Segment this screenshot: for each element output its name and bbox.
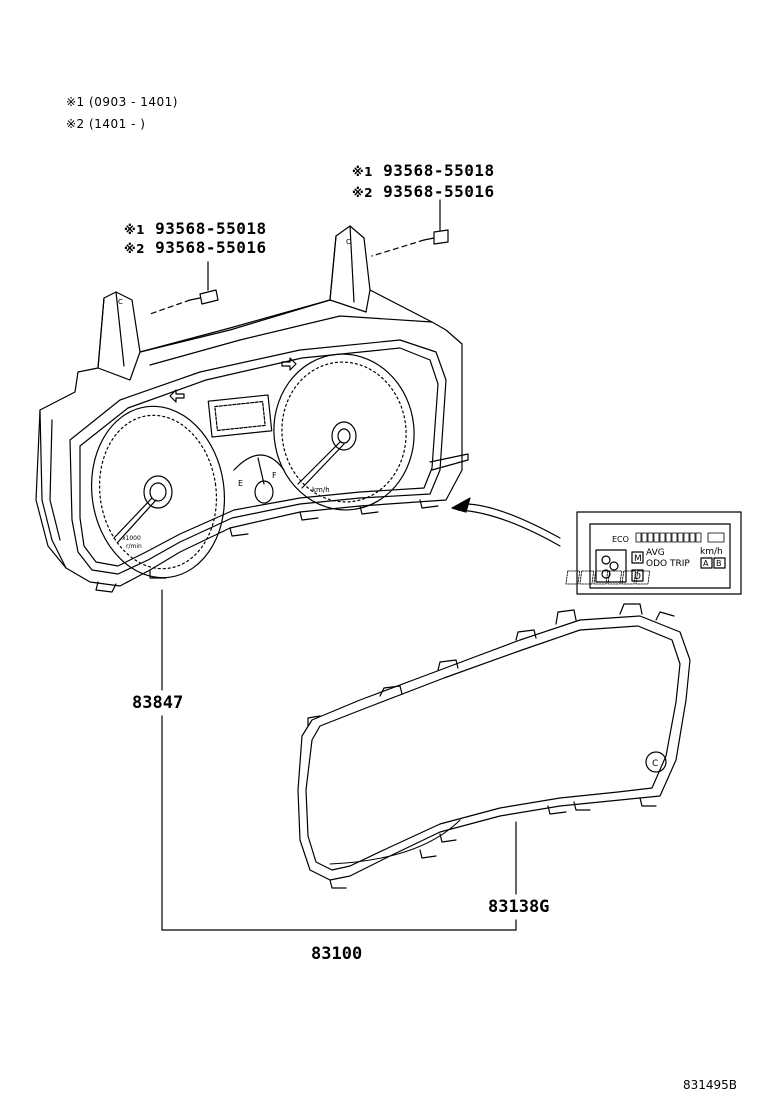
bolt-right-label-1: ※1 93568-55018 [352, 161, 495, 180]
bolt-left-label-2: ※2 93568-55016 [124, 238, 267, 257]
inset-eco: ECO [612, 535, 629, 544]
leader-lines [161, 589, 517, 931]
bolt-left-label-1: ※1 93568-55018 [124, 219, 267, 238]
fuel-f-label: F [272, 471, 277, 480]
meter-cluster: x1000 r/min km/h E F C C [35, 225, 469, 593]
part-83847-label: 83847 [132, 693, 184, 713]
note-2-text: (1401 - ) [89, 117, 146, 131]
note-1-mark: ※1 [66, 95, 85, 109]
bolt-left-part-2: 93568-55016 [155, 238, 267, 257]
bolt-left-part-1: 93568-55018 [155, 219, 267, 238]
inset-kmh: km/h [700, 547, 723, 557]
bolt-right-mark-2: ※2 [352, 186, 374, 200]
bracket-c-right: C [346, 238, 351, 246]
bolt-right-part-2: 93568-55016 [383, 182, 495, 201]
note-1-text: (0903 - 1401) [89, 95, 178, 109]
bolt-left-mark-2: ※2 [124, 242, 146, 256]
svg-text:r/min: r/min [126, 543, 142, 550]
bolt-left [149, 261, 219, 315]
inset-b: B [716, 559, 722, 568]
glass-c-label: C [652, 759, 658, 769]
bolt-right [371, 199, 449, 257]
inset-d: D [634, 572, 641, 582]
bolt-right-label-2: ※2 93568-55016 [352, 182, 495, 201]
tach-unit-label: x1000 [122, 535, 141, 542]
view-arrow [457, 509, 561, 547]
bolt-left-mark-1: ※1 [124, 223, 146, 237]
part-83138g-label: 83138G [488, 897, 550, 917]
inset-avg: AVG [646, 548, 665, 558]
inset-m: M [634, 554, 642, 564]
bracket-c-left: C [118, 298, 123, 306]
figure-code: 831495B [683, 1078, 738, 1092]
note-1: ※1 (0903 - 1401) [66, 95, 178, 109]
speedo-unit-label: km/h [312, 486, 330, 494]
inset-odo-trip: ODO TRIP [646, 559, 690, 569]
note-2: ※2 (1401 - ) [66, 117, 145, 131]
bolt-right-part-1: 93568-55018 [383, 161, 495, 180]
part-83100-label: 83100 [311, 944, 363, 964]
inset-a: A [703, 559, 709, 568]
note-2-mark: ※2 [66, 117, 85, 131]
fuel-e-label: E [238, 479, 243, 488]
meter-glass: C [297, 603, 691, 889]
display-inset: ECO M D AVG ODO TRIP km/h A B [565, 511, 742, 595]
bolt-right-mark-1: ※1 [352, 165, 374, 179]
